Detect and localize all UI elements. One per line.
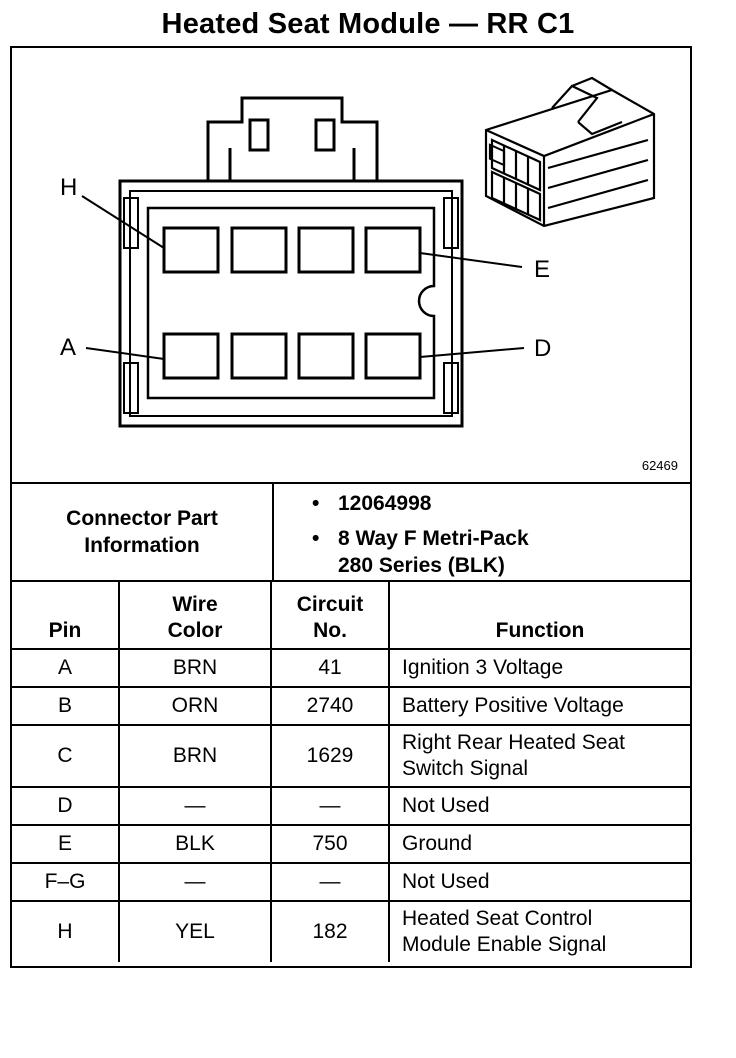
header-circuit-line1: Circuit bbox=[296, 593, 364, 616]
circuit-cell: 41 bbox=[270, 648, 390, 688]
table-row: F–G — — Not Used bbox=[12, 862, 690, 902]
bullet-icon: • bbox=[312, 527, 320, 550]
pin-cell: A bbox=[12, 648, 120, 688]
pin-cell: F–G bbox=[12, 862, 120, 902]
pin-label-e: E bbox=[534, 256, 551, 283]
circuit-cell: 2740 bbox=[270, 686, 390, 726]
function-line2: Switch Signal bbox=[402, 757, 529, 780]
connector-diagram: H E A D 62469 bbox=[12, 48, 690, 484]
pin-label-d: D bbox=[534, 335, 552, 362]
function-line2: Module Enable Signal bbox=[402, 933, 607, 956]
table-row: C BRN 1629 Right Rear Heated Seat Switch… bbox=[12, 724, 690, 788]
connector-face-drawing bbox=[81, 76, 656, 428]
wire-color-cell: BRN bbox=[118, 724, 272, 788]
connector-description-line2: 280 Series (BLK) bbox=[338, 554, 505, 577]
pin-cell: H bbox=[12, 900, 120, 962]
function-cell: Battery Positive Voltage bbox=[388, 686, 690, 726]
figure-number: 62469 bbox=[641, 458, 678, 473]
table-row: D — — Not Used bbox=[12, 786, 690, 826]
function-line1: Right Rear Heated Seat bbox=[402, 731, 625, 754]
table-header-row: Pin Wire Color Circuit No. Function bbox=[12, 582, 690, 650]
connector-description-item: • 8 Way F Metri-Pack 280 Series (BLK) bbox=[312, 525, 529, 579]
wire-color-cell: BLK bbox=[118, 824, 272, 864]
pin-cell: E bbox=[12, 824, 120, 864]
circuit-cell: — bbox=[270, 786, 390, 826]
function-cell: Ignition 3 Voltage bbox=[388, 648, 690, 688]
header-wire-color-line1: Wire bbox=[172, 593, 218, 616]
circuit-cell: 182 bbox=[270, 900, 390, 962]
wire-color-cell: YEL bbox=[118, 900, 272, 962]
function-cell: Right Rear Heated Seat Switch Signal bbox=[388, 724, 690, 788]
connector-info-details: • 12064998 • 8 Way F Metri-Pack 280 Seri… bbox=[312, 490, 529, 579]
connector-info-heading: Connector Part Information bbox=[12, 484, 274, 580]
circuit-cell: 1629 bbox=[270, 724, 390, 788]
function-line1: Heated Seat Control bbox=[402, 907, 593, 930]
connector-info-heading-line1: Connector Part bbox=[66, 507, 218, 530]
function-cell: Heated Seat Control Module Enable Signal bbox=[388, 900, 690, 962]
table-row: H YEL 182 Heated Seat Control Module Ena… bbox=[12, 900, 690, 962]
header-circuit-line2: No. bbox=[313, 619, 347, 642]
wire-color-cell: — bbox=[118, 862, 272, 902]
header-function: Function bbox=[388, 582, 690, 650]
pin-cell: B bbox=[12, 686, 120, 726]
connector-document: H E A D 62469 Connector Part Information… bbox=[10, 46, 692, 968]
wire-color-cell: ORN bbox=[118, 686, 272, 726]
part-number: 12064998 bbox=[338, 492, 432, 515]
pin-label-a: A bbox=[60, 334, 77, 361]
wire-color-cell: BRN bbox=[118, 648, 272, 688]
pin-cell: C bbox=[12, 724, 120, 788]
header-circuit-no: Circuit No. bbox=[270, 582, 390, 650]
header-wire-color: Wire Color bbox=[118, 582, 272, 650]
header-wire-color-line2: Color bbox=[167, 619, 223, 642]
page-title: Heated Seat Module — RR C1 bbox=[161, 8, 575, 40]
bullet-icon: • bbox=[312, 492, 320, 515]
connector-part-info: Connector Part Information • 12064998 • … bbox=[12, 484, 690, 582]
table-row: E BLK 750 Ground bbox=[12, 824, 690, 864]
table-row: A BRN 41 Ignition 3 Voltage bbox=[12, 648, 690, 688]
circuit-cell: 750 bbox=[270, 824, 390, 864]
pin-label-h: H bbox=[60, 174, 78, 201]
function-cell: Not Used bbox=[388, 862, 690, 902]
header-pin: Pin bbox=[12, 582, 120, 650]
pin-cell: D bbox=[12, 786, 120, 826]
table-row: B ORN 2740 Battery Positive Voltage bbox=[12, 686, 690, 726]
circuit-cell: — bbox=[270, 862, 390, 902]
connector-info-heading-line2: Information bbox=[84, 534, 200, 557]
function-cell: Ground bbox=[388, 824, 690, 864]
wire-color-cell: — bbox=[118, 786, 272, 826]
part-number-item: • 12064998 bbox=[312, 490, 529, 517]
pinout-table: Pin Wire Color Circuit No. Function A BR… bbox=[12, 582, 690, 962]
function-cell: Not Used bbox=[388, 786, 690, 826]
connector-description-line1: 8 Way F Metri-Pack bbox=[338, 527, 529, 550]
